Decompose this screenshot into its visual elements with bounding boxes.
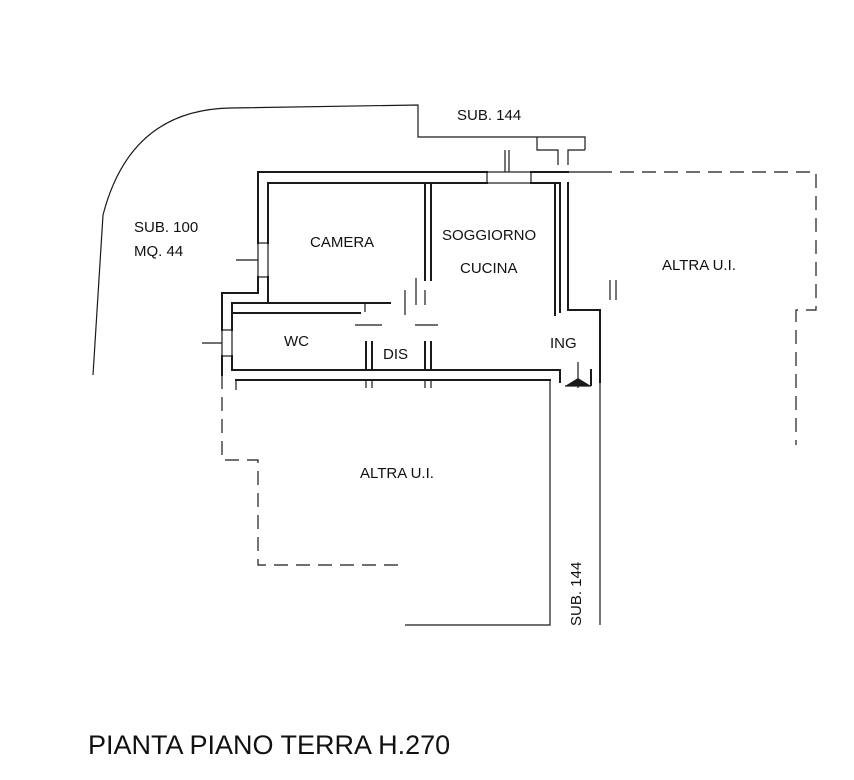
sub144-notch [536,137,559,165]
bottom-wall-stubs [235,380,432,390]
partition-dis-left [365,341,373,371]
exterior-wall-left-inner [231,182,269,371]
label-sub100: SUB. 100 [134,219,198,236]
window-top-mark [504,150,510,172]
sub144-notch-2 [567,149,585,165]
exterior-wall-left-camera [221,171,259,376]
partition-camera-soggiorno [424,182,432,281]
entrance-wall-right [567,182,601,386]
entrance-arrow-icon [565,378,591,386]
label-mq: MQ. 44 [134,243,183,260]
door-camera-jamb [415,278,426,305]
label-cucina: CUCINA [460,260,518,277]
partition-dis-right [424,341,432,371]
label-altra-ui-right: ALTRA U.I. [662,257,736,274]
window-wc [221,329,233,357]
label-sub144-top: SUB. 144 [457,107,521,124]
altra-ui-right-outline [598,171,817,445]
label-dis: DIS [383,346,408,363]
label-camera: CAMERA [310,234,374,251]
partition-soggiorno-right [554,182,561,316]
garden-boundary [92,104,586,376]
floor-plan: SUB. 144 SUB. 100 MQ. 44 CAMERA SOGGIORN… [92,104,817,626]
window-camera [257,242,269,278]
label-sub144-vertical: SUB. 144 [568,562,585,626]
exterior-wall-bottom [231,369,561,383]
altra-ui-right-wall [568,171,617,300]
window-top [486,171,532,184]
plan-title: PIANTA PIANO TERRA H.270 [88,730,451,760]
label-soggiorno: SOGGIORNO [442,227,536,244]
corridor-left-wall [405,380,551,626]
label-altra-ui-bottom: ALTRA U.I. [360,465,434,482]
label-wc: WC [284,333,309,350]
door-camera-opening [355,290,438,326]
altra-ui-bottom-outline [221,375,405,566]
label-ing: ING [550,335,577,352]
